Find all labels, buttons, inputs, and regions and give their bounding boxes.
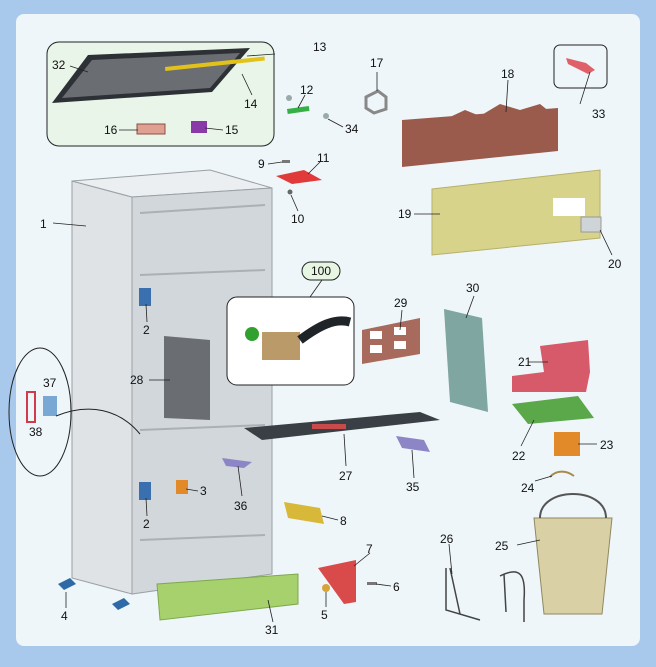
part-6-screw [367,582,377,585]
label-12: 12 [300,83,314,97]
cable-wire [55,408,141,435]
label-10: 10 [291,212,305,226]
part-15-clip [191,121,207,133]
part-3-orange-clip [176,480,188,494]
label-25: 25 [495,539,509,553]
label-2-lower: 2 [143,517,150,531]
part-7-red-bracket [318,560,356,604]
part-24-wire-clip [549,470,575,478]
part-27-red-strip [312,424,346,429]
part-33-callout-box [553,44,608,89]
part-100-valve-body [262,332,300,360]
cabinet-shelf-2 [139,269,266,276]
label-26: 26 [440,532,454,546]
part-37-38-callout-ellipse [8,347,72,477]
label-9: 9 [258,157,265,171]
part-16-bracket [136,123,166,135]
part-29-hole-1 [370,331,382,339]
part-1-cabinet-side [71,180,133,595]
label-1: 1 [40,217,47,231]
part-17-clip [364,89,388,115]
label-35: 35 [406,480,420,494]
part-29-hole-4 [394,341,406,349]
label-8: 8 [340,514,347,528]
part-18-top-tabs [450,104,550,117]
part-35-bracket [396,436,430,452]
part-9-screw [282,160,290,163]
cabinet-shelf-1 [139,204,266,214]
label-28: 28 [130,373,144,387]
part-29-hole-3 [370,345,382,353]
label-19: 19 [398,207,412,221]
part-100-green-cap [245,327,259,341]
part-8-yellow-bracket [284,502,324,524]
label-14: 14 [244,97,258,111]
cabinet-shelf-3 [139,424,266,431]
label-2-upper: 2 [143,323,150,337]
part-19-cutout [553,198,585,216]
part-18-brown-panel [402,108,558,167]
label-27: 27 [339,469,353,483]
part-19-yellow-panel [431,169,601,256]
part-21-red-tray [512,340,590,392]
label-32: 32 [52,58,66,72]
part-5-orange-nut [322,584,330,592]
part-10-screw [287,189,293,195]
part-25-bucket [533,517,613,615]
label-11: 11 [317,151,330,165]
part-4-foot-right [112,598,130,610]
label-13: 13 [313,40,327,54]
part-22-green-tray [512,396,594,424]
part-28-grey-plate [164,336,210,420]
part-26-wire-rack [445,567,526,622]
part-11-red-clip [276,170,322,184]
label-100: 100 [311,264,331,278]
label-4: 4 [61,609,68,623]
label-33: 33 [592,107,606,121]
label-6: 6 [393,580,400,594]
leader-lines [52,53,613,623]
part-29-hole-2 [394,327,406,335]
label-21: 21 [518,355,532,369]
label-20: 20 [608,257,622,271]
part-20-small-plate [580,216,602,233]
part-2-hinge-upper [139,288,151,306]
label-3: 3 [200,484,207,498]
label-23: 23 [600,438,614,452]
part-4-foot-left [58,578,76,590]
part-12-green-strip [287,105,310,114]
part-37-blue-block [43,396,57,416]
part-31-green-base [156,573,299,621]
part-12-screw [286,95,292,101]
label-37: 37 [43,376,57,390]
label-22: 22 [512,449,526,463]
label-16: 16 [104,123,118,137]
label-38: 38 [29,425,43,439]
part-100-hose [297,316,352,344]
part-36-bracket [222,458,252,468]
callout-100-badge [301,261,341,281]
part-33-pink-bracket [566,58,595,74]
label-15: 15 [225,123,239,137]
part-30-teal-panel [444,309,488,412]
part-number-labels: 1 2 2 3 4 5 6 7 8 9 10 11 12 13 14 15 16… [29,40,622,637]
label-17: 17 [370,56,384,70]
part-23-orange-cup [554,432,580,456]
label-30: 30 [466,281,480,295]
part-25-bucket-handle [539,493,607,519]
label-31: 31 [265,623,279,637]
label-34: 34 [345,122,359,136]
part-14-rod [165,56,265,71]
label-36: 36 [234,499,248,513]
label-29: 29 [394,296,408,310]
part-34-screw [323,113,329,119]
label-18: 18 [501,67,515,81]
part-2-hinge-lower [139,482,151,500]
label-24: 24 [521,481,535,495]
label-7: 7 [366,542,373,556]
part-38-red-frame [26,391,36,423]
label-5: 5 [321,608,328,622]
cabinet-shelf-4 [139,534,266,541]
